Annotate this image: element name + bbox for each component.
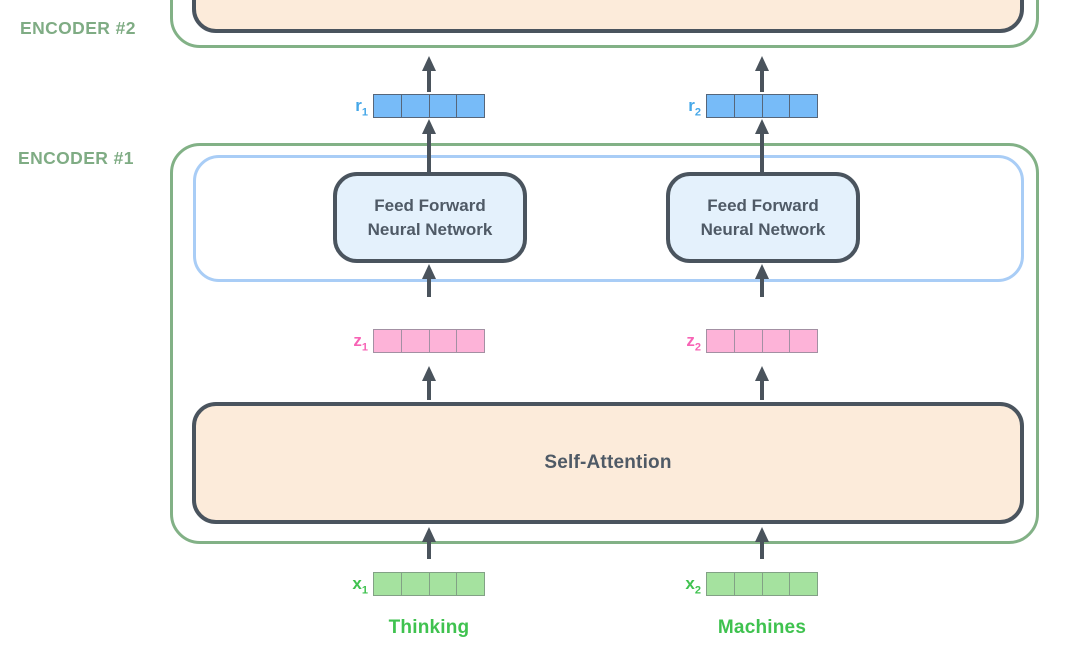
vector-cell [707,573,735,595]
vector-cell [402,573,430,595]
encoder2-self-attention-block [192,0,1024,33]
vector-cell [790,95,817,117]
vector-cell [457,330,484,352]
input-word-machines: Machines [717,617,807,638]
vector-cell [457,573,484,595]
vector-z2 [706,329,818,353]
vector-r2 [706,94,818,118]
arrow-ffnn2-to-r2 [755,119,769,172]
arrow-ffnn1-to-r1 [422,119,436,172]
encoder2-label: ENCODER #2 [20,18,136,38]
vector-cell [707,95,735,117]
vector-cell [402,330,430,352]
self-attention-block: Self-Attention [192,402,1024,524]
vector-label-r1: r1 [355,96,368,119]
vector-label-r2: r2 [688,96,701,119]
vector-z1 [373,329,485,353]
vector-cell [735,330,763,352]
vector-cell [707,330,735,352]
vector-cell [374,95,402,117]
encoder1-outline [170,143,1039,544]
vector-cell [430,330,458,352]
vector-label-z1: z1 [353,331,368,354]
vector-cell [374,573,402,595]
vector-cell [457,95,484,117]
arrow-z1-to-ffnn1 [422,264,436,297]
vector-x1 [373,572,485,596]
vector-cell [763,330,791,352]
vector-x2 [706,572,818,596]
vector-cell [763,95,791,117]
vector-cell [735,95,763,117]
arrow-x1-to-selfattention [422,527,436,559]
vector-label-x1: x1 [352,574,368,597]
arrow-z2-to-ffnn2 [755,264,769,297]
arrow-selfattention-to-z2 [755,366,769,400]
vector-cell [735,573,763,595]
vector-cell [402,95,430,117]
encoder2-outline [170,0,1039,48]
input-word-thinking: Thinking [388,617,470,638]
vector-cell [374,330,402,352]
vector-label-z2: z2 [686,331,701,354]
vector-r1 [373,94,485,118]
arrow-x2-to-selfattention [755,527,769,559]
vector-cell [763,573,791,595]
vector-cell [790,330,817,352]
arrow-selfattention-to-z1 [422,366,436,400]
arrow-r2-to-encoder2 [755,56,769,92]
arrow-r1-to-encoder2 [422,56,436,92]
vector-cell [430,573,458,595]
vector-cell [790,573,817,595]
vector-cell [430,95,458,117]
encoder1-label: ENCODER #1 [18,148,134,168]
vector-label-x2: x2 [685,574,701,597]
self-attention-text: Self-Attention [544,452,672,473]
encoder1-feedforward-layer-container [193,155,1024,282]
